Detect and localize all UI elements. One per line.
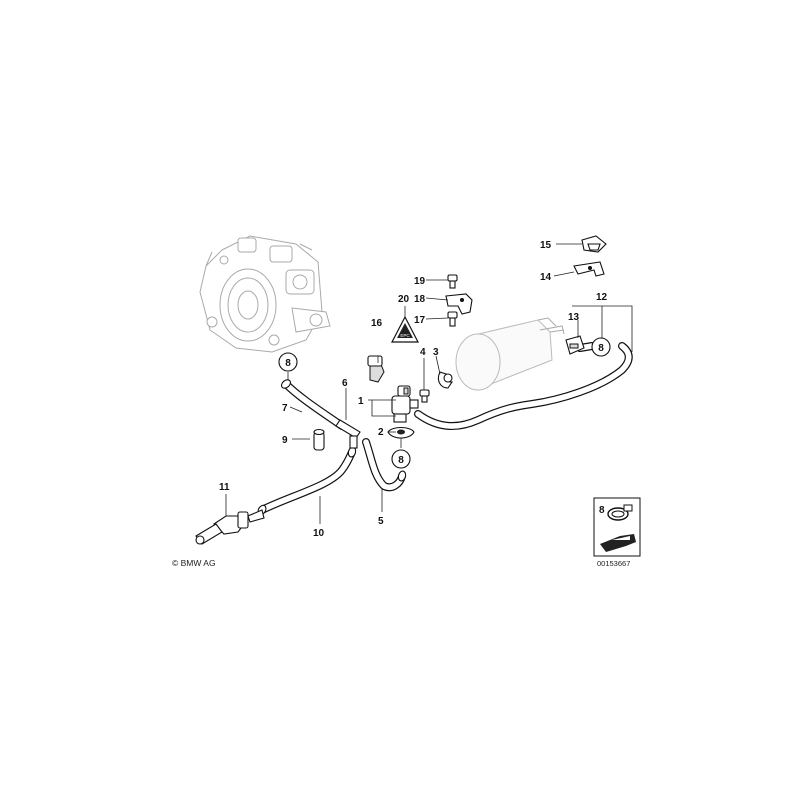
label-16: 16 xyxy=(371,318,383,329)
hose-part-12 xyxy=(414,342,633,431)
diagram-id: 00153667 xyxy=(597,559,630,568)
hose-part-5 xyxy=(362,438,406,492)
clamp-part-3 xyxy=(437,371,454,389)
bracket-part-18 xyxy=(445,293,473,315)
label-10: 10 xyxy=(313,528,325,539)
label-1: 1 xyxy=(358,396,364,407)
legend-box: 8 00153667 xyxy=(593,497,641,568)
canister-ghost xyxy=(455,317,565,391)
warning-label-20: EPC xyxy=(391,315,419,343)
connector-part-13 xyxy=(565,335,585,355)
label-13: 13 xyxy=(568,312,580,323)
hose-part-10 xyxy=(258,448,356,514)
arrow-icon xyxy=(600,534,636,552)
hose-clamp-icon xyxy=(607,504,633,521)
throttle-body-ghost xyxy=(199,235,331,353)
label-17: 17 xyxy=(414,315,426,326)
clamp-indicator-8-a: 8 xyxy=(278,352,298,380)
label-15: 15 xyxy=(540,240,552,251)
clamp-indicator-8-c: 8 xyxy=(591,337,611,357)
connector-part-9 xyxy=(313,428,325,451)
screw-part-4 xyxy=(419,389,430,403)
clamp-indicator-8-b: 8 xyxy=(391,438,411,469)
connector-part-11 xyxy=(195,509,265,545)
hose-part-7 xyxy=(282,380,346,430)
label-19: 19 xyxy=(414,276,426,287)
label-7: 7 xyxy=(282,403,288,414)
label-14: 14 xyxy=(540,272,552,283)
label-4: 4 xyxy=(420,347,426,358)
copyright-text: © BMW AG xyxy=(172,558,216,568)
leader-lines xyxy=(225,243,633,524)
label-5: 5 xyxy=(378,516,384,527)
label-3: 3 xyxy=(433,347,439,358)
bracket-part-14 xyxy=(573,261,605,277)
label-8-b: 8 xyxy=(398,455,404,466)
screw-part-19 xyxy=(447,274,458,289)
label-18: 18 xyxy=(414,294,426,305)
label-8-c: 8 xyxy=(598,343,604,354)
clip-part-15 xyxy=(581,235,607,253)
legend-item-number: 8 xyxy=(599,505,605,516)
label-20: 20 xyxy=(398,294,410,305)
screw-part-17 xyxy=(447,311,458,327)
label-6: 6 xyxy=(342,378,348,389)
label-9: 9 xyxy=(282,435,288,446)
warning-label-text: EPC xyxy=(400,333,410,338)
t-piece-part-6 xyxy=(335,419,361,449)
label-11: 11 xyxy=(219,482,230,493)
sensor-part-16 xyxy=(367,355,385,383)
part-number-labels: 7 9 6 16 20 19 18 17 4 3 1 2 5 10 11 12 … xyxy=(219,240,608,539)
label-2: 2 xyxy=(378,427,384,438)
holder-part-2 xyxy=(387,426,415,439)
label-8-a: 8 xyxy=(285,358,291,369)
label-12: 12 xyxy=(596,292,608,303)
valve-part-1 xyxy=(391,385,419,423)
